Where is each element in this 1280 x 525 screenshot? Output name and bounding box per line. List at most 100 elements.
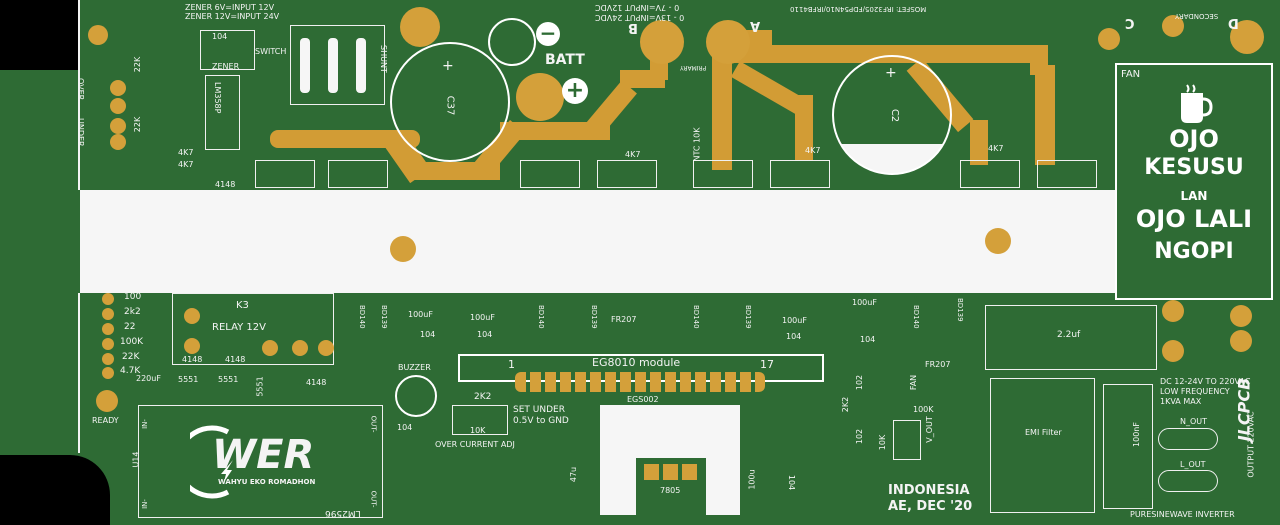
label-10k-b: 10K [878, 434, 888, 451]
label-104-d: 104 [860, 335, 876, 344]
note-zener-line-2: ZENER 12V=INPUT 24V [185, 12, 280, 21]
batt-negative-icon: − [536, 22, 560, 46]
shunt-bar [300, 38, 310, 93]
board-edge-line-lower [78, 293, 80, 453]
batt-pad-positive [516, 73, 564, 121]
label-zener: ZENER [212, 62, 240, 71]
label-bd140-b: BD140 [537, 305, 545, 329]
batt-terminal-negative-ring [488, 18, 536, 66]
label-terminal-d: D [1228, 15, 1239, 30]
relay-pad [318, 340, 334, 356]
shunt-block [290, 25, 385, 105]
fan-line-4: OJO LALI [1135, 205, 1253, 233]
label-r102-b: 102 [855, 428, 865, 445]
label-100k: 100K [913, 405, 934, 414]
note-mosfet: MOSFET: IRF3205/FDP54N10/IRFB4110 [790, 5, 927, 13]
label-relay: RELAY 12V [212, 322, 266, 333]
label-4148: 4148 [215, 180, 236, 189]
label-out-bottom: OUT- [369, 490, 378, 508]
label-module-title: EG8010 module [592, 356, 681, 369]
label-jlcpcb: JLCPCB [1234, 377, 1254, 442]
logo-subtext: WAHYU EKO ROMADHON [218, 478, 316, 486]
label-c37: C37 [444, 95, 456, 116]
label-in-top: IN- [140, 419, 149, 429]
pad [102, 353, 114, 365]
label-u14: U14 [131, 451, 141, 468]
pad [110, 134, 126, 150]
label-47u: 47u [569, 466, 579, 483]
label-n-out: N_OUT [1180, 417, 1208, 426]
label-4k7-b: 4K7 [178, 160, 194, 169]
header-pins [515, 372, 765, 392]
pad [102, 308, 114, 320]
label-2k2: 2K2 [474, 392, 492, 402]
label-v-out: V_OUT [924, 416, 934, 443]
label-fr207-b: FR207 [925, 360, 951, 369]
lm2596-module-outline [138, 405, 383, 518]
label-res-22k: 22K [122, 352, 140, 362]
fan-line-2: KESUSU [1144, 155, 1244, 180]
label-lm2596: LM2596 [325, 508, 361, 518]
label-fan-small: FAN [909, 374, 919, 391]
label-res-100k: 100K [120, 337, 144, 347]
heatsink-mount-pad [985, 228, 1011, 254]
label-100u: 100u [747, 469, 757, 490]
label-terminal-c: C [1125, 15, 1135, 30]
label-104-a: 104 [420, 330, 436, 339]
relay-pad [184, 308, 200, 324]
capacitor-c37-outline [390, 42, 510, 162]
copper-trace [410, 162, 500, 180]
shunt-bar [328, 38, 338, 93]
regulator-7805-pins [644, 464, 698, 480]
label-over: OVER [76, 78, 85, 101]
relay-outline [172, 293, 334, 365]
mosfet-footprint [520, 160, 580, 188]
terminal-pad-a [706, 20, 750, 64]
label-in-bottom: IN- [140, 499, 149, 509]
label-res-22: 22 [124, 322, 136, 332]
label-r102-a: 102 [855, 374, 865, 391]
label-4k7-a: 4K7 [178, 148, 194, 157]
label-ready: READY [92, 416, 119, 425]
mosfet-footprint [1037, 160, 1097, 188]
label-bd139-c: BD139 [744, 305, 752, 329]
label-22k-b: 22K [133, 116, 143, 133]
trimmer-outline [893, 420, 921, 460]
mosfet-footprint [770, 160, 830, 188]
label-set-under-2: 0.5V to GND [513, 416, 569, 426]
label-5551-b: 5551 [218, 375, 239, 384]
label-under: UNDER [76, 118, 85, 147]
board-cutout-bottom-left [0, 455, 110, 525]
label-104-e: 104 [787, 474, 797, 491]
label-104-top: 104 [212, 32, 228, 41]
label-220uf: 220uF [136, 374, 161, 383]
heatsink-mount-pad [390, 236, 416, 262]
mounting-pad [88, 25, 108, 45]
label-inverter-name: PURESINEWAVE INVERTER [1130, 510, 1235, 519]
label-res-2k2: 2k2 [124, 307, 141, 317]
copper-trace [500, 122, 610, 140]
label-batt: BATT [545, 52, 585, 68]
pad [110, 98, 126, 114]
pad [110, 118, 126, 134]
label-bd139-d: BD139 [956, 298, 964, 322]
label-spec-3: 1KVA MAX [1160, 397, 1202, 406]
mounting-pad [1230, 20, 1264, 54]
label-out-top: OUT- [369, 415, 378, 433]
label-secondary: SECONDARY [1175, 12, 1219, 20]
note-input-line-2: 0 - 7V=INPUT 12VDC [595, 3, 680, 12]
mosfet-footprint [693, 160, 753, 188]
relay-pad [292, 340, 308, 356]
label-spec-2: LOW FREQUENCY [1160, 387, 1230, 396]
label-switch: SWITCH [255, 47, 287, 56]
mounting-pad [1162, 340, 1184, 362]
heatsink-area [80, 190, 1115, 293]
label-fr207-a: FR207 [611, 315, 637, 324]
capacitor-plus-sign: + [442, 58, 454, 74]
pad [102, 323, 114, 335]
label-bd140-d: BD140 [912, 305, 920, 329]
cap-2-2uf-outline [985, 305, 1157, 370]
label-104-b: 104 [477, 330, 493, 339]
label-res-4-7k: 4.7K [120, 366, 141, 376]
